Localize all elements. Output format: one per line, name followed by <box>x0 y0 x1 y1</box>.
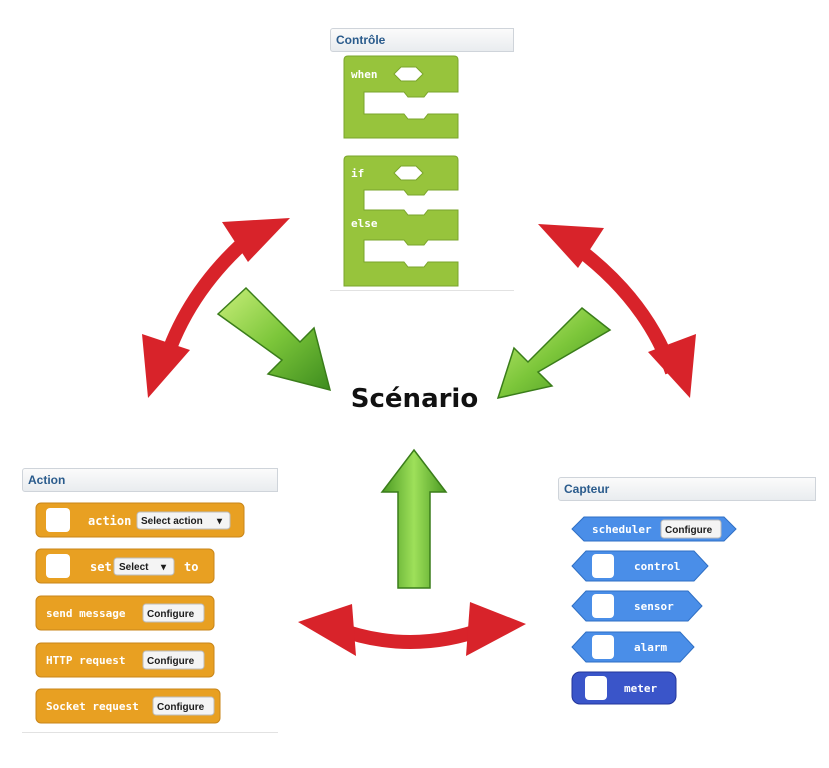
set-to-label: to <box>184 560 198 574</box>
alarm-block[interactable]: alarm <box>571 631 695 663</box>
control-label: control <box>634 560 680 573</box>
chevron-down-icon: ▾ <box>160 562 167 573</box>
red-arrow-left <box>142 218 290 398</box>
action-panel-header: Action <box>22 468 278 492</box>
action-panel-bottom-line <box>22 732 278 733</box>
if-label: if <box>351 167 364 180</box>
red-arrow-bottom <box>298 602 526 656</box>
set-block[interactable]: set Select ▾ to <box>35 548 215 584</box>
set-select-label: Select <box>119 562 149 573</box>
scheduler-configure-label: Configure <box>665 525 713 536</box>
sensor-block[interactable]: sensor <box>571 590 703 622</box>
sensor-label: sensor <box>634 600 674 613</box>
action-block[interactable]: action Select action ▾ <box>35 502 245 538</box>
green-arrow-from-capteur <box>496 306 612 400</box>
alarm-input-slot[interactable] <box>592 635 614 659</box>
else-label: else <box>351 217 378 230</box>
alarm-label: alarm <box>634 641 667 654</box>
scenario-label: Scénario <box>350 384 479 414</box>
send-message-configure-button[interactable] <box>142 603 205 623</box>
send-message-configure-label: Configure <box>147 609 195 620</box>
meter-input-slot[interactable] <box>585 676 607 700</box>
scheduler-configure-button[interactable] <box>660 519 722 539</box>
scheduler-label: scheduler <box>592 523 652 536</box>
action-input-slot[interactable] <box>46 508 70 532</box>
socket-request-configure-label: Configure <box>157 702 205 713</box>
action-select-label: Select action <box>141 516 203 527</box>
when-condition-slot[interactable] <box>393 66 424 82</box>
set-select-dropdown[interactable] <box>113 557 175 576</box>
socket-request-block[interactable]: Socket request Configure <box>35 688 221 724</box>
when-label: when <box>351 68 378 81</box>
controle-panel-bottom-line <box>330 290 514 291</box>
control-input-slot[interactable] <box>592 554 614 578</box>
if-else-block[interactable]: if else <box>343 155 459 287</box>
send-message-label: send message <box>46 607 126 620</box>
action-select-dropdown[interactable] <box>136 511 231 530</box>
chevron-down-icon: ▾ <box>216 516 223 527</box>
controle-panel-header: Contrôle <box>330 28 514 52</box>
http-request-configure-label: Configure <box>147 656 195 667</box>
capteur-panel-header: Capteur <box>558 477 816 501</box>
green-arrow-from-action <box>380 448 448 589</box>
send-message-block[interactable]: send message Configure <box>35 595 215 631</box>
http-request-configure-button[interactable] <box>142 650 205 670</box>
control-sensor-block[interactable]: control <box>571 550 709 582</box>
action-block-label: action <box>88 514 131 528</box>
set-input-slot[interactable] <box>46 554 70 578</box>
http-request-label: HTTP request <box>46 654 125 667</box>
socket-request-label: Socket request <box>46 700 139 713</box>
meter-label: meter <box>624 682 657 695</box>
green-arrow-from-controle <box>216 286 332 392</box>
set-block-label: set <box>90 560 112 574</box>
sensor-input-slot[interactable] <box>592 594 614 618</box>
when-block[interactable]: when <box>343 55 459 139</box>
socket-request-configure-button[interactable] <box>152 696 215 716</box>
scheduler-block[interactable]: scheduler Configure <box>571 516 737 542</box>
http-request-block[interactable]: HTTP request Configure <box>35 642 215 678</box>
if-condition-slot[interactable] <box>393 165 424 181</box>
meter-block[interactable]: meter <box>571 671 677 705</box>
red-arrow-right <box>538 224 696 398</box>
